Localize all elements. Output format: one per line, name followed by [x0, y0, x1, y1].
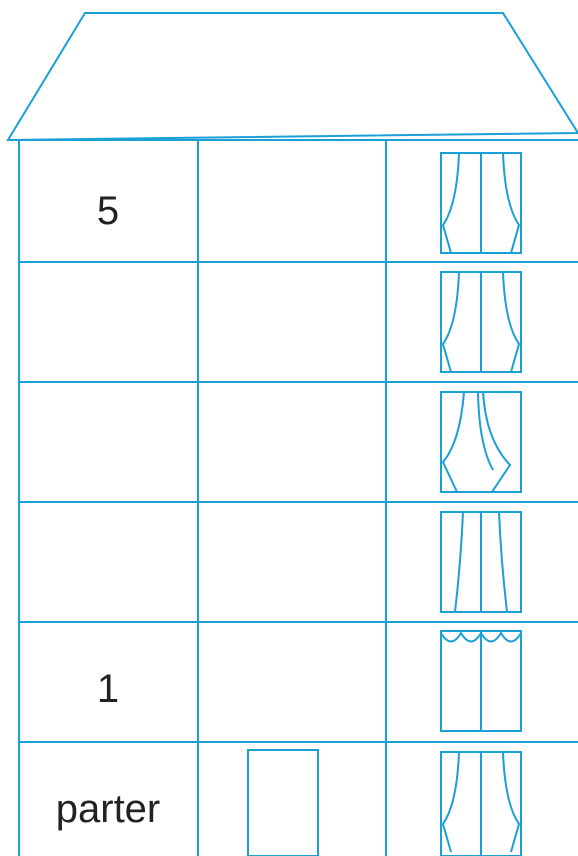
window-floor-1 — [441, 631, 521, 731]
roof — [8, 13, 578, 140]
window-floor-4 — [441, 272, 521, 372]
ground-floor-door — [248, 750, 318, 856]
window-floor-5 — [441, 153, 521, 253]
floor-label-ground: parter — [56, 787, 161, 831]
window-ground-floor — [441, 752, 521, 856]
window-floor-2 — [441, 512, 521, 612]
window-floor-3 — [441, 392, 521, 492]
floor-label-5: 5 — [97, 189, 119, 233]
floor-label-1: 1 — [97, 667, 119, 711]
